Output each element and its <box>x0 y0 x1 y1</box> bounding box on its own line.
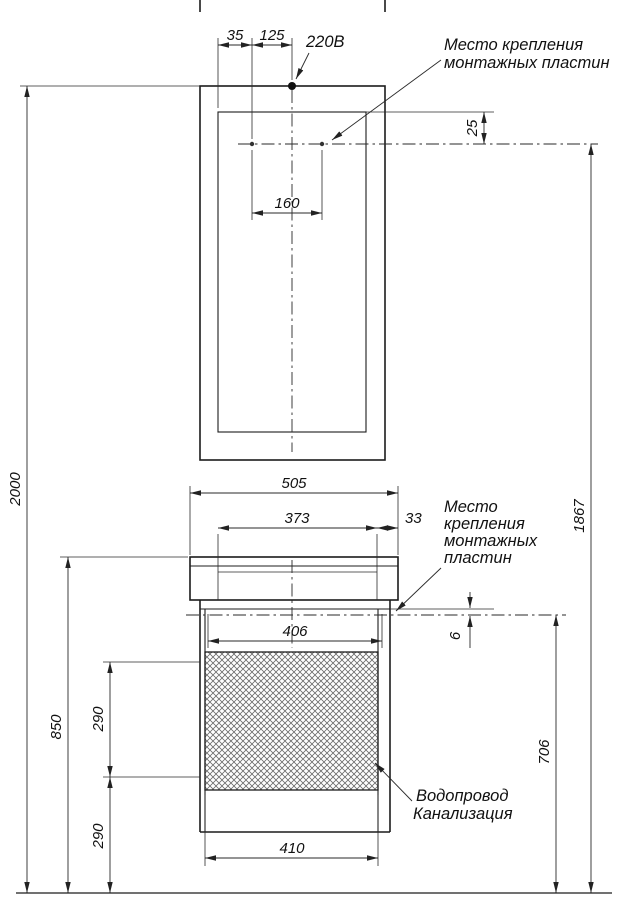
dim-373-value: 373 <box>284 510 310 527</box>
dim-706-value: 706 <box>536 739 553 765</box>
dim-35-125: 35 125 <box>217 27 293 139</box>
dim-160: 160 <box>251 150 323 220</box>
dim-1867: 1867 <box>571 144 594 893</box>
label-plumbing: Водопровод Канализация <box>374 762 513 823</box>
mirror-unit <box>199 0 598 461</box>
dim-35-value: 35 <box>227 27 244 44</box>
leader-line <box>331 59 442 141</box>
label-outlet-220v: 220В <box>295 33 345 80</box>
dim-6-value: 6 <box>447 631 464 640</box>
mounting-label-line1: Место крепления <box>444 36 583 54</box>
plumbing-label-line1: Водопровод <box>416 787 508 805</box>
drawer-front-hatched <box>204 651 379 791</box>
dim-6: 6 <box>390 592 494 648</box>
mounting-point-right <box>319 141 325 147</box>
mounting-label-line2: монтажных пластин <box>444 54 610 72</box>
dim-406: 406 <box>207 614 383 648</box>
dim-25-value: 25 <box>464 119 481 137</box>
dim-290-290: 290 290 <box>90 661 200 893</box>
dim-406-value: 406 <box>282 623 308 640</box>
countertop <box>189 556 399 601</box>
dim-33-value: 33 <box>405 510 422 527</box>
leader-line <box>374 762 413 802</box>
outlet-point <box>288 82 296 90</box>
dim-2000: 2000 <box>7 85 200 893</box>
dim-160-value: 160 <box>274 195 300 212</box>
dim-25: 25 <box>366 111 494 144</box>
mounting-label-line4: пластин <box>444 549 512 567</box>
leader-line <box>395 567 442 612</box>
dim-410-value: 410 <box>279 840 305 857</box>
dim-290-upper-value: 290 <box>90 706 107 733</box>
dim-706: 706 <box>536 615 559 893</box>
dim-505: 505 <box>189 475 399 555</box>
dim-373-33: 373 33 <box>218 510 422 531</box>
label-mounting-plates-middle: Место крепления монтажных пластин <box>395 498 538 612</box>
plumbing-label-line2: Канализация <box>413 805 513 823</box>
leader-line <box>295 52 310 80</box>
vanity-unit <box>186 534 566 833</box>
mounting-point-left <box>249 141 255 147</box>
mounting-label-line3: монтажных <box>444 532 538 550</box>
dim-2000-value: 2000 <box>7 472 24 507</box>
label-mounting-plates-top: Место крепления монтажных пластин <box>331 36 610 141</box>
dim-125-value: 125 <box>259 27 285 44</box>
dim-410: 410 <box>204 795 379 866</box>
dim-850-value: 850 <box>48 714 65 740</box>
outlet-label: 220В <box>305 33 345 51</box>
mounting-label-line2: крепления <box>444 515 525 533</box>
dim-505-value: 505 <box>281 475 307 492</box>
dim-1867-value: 1867 <box>571 499 588 533</box>
dim-850: 850 <box>48 556 188 893</box>
mirror-outer-frame <box>199 85 386 461</box>
mounting-label-line1: Место <box>444 498 498 516</box>
dim-290-lower-value: 290 <box>90 823 107 850</box>
